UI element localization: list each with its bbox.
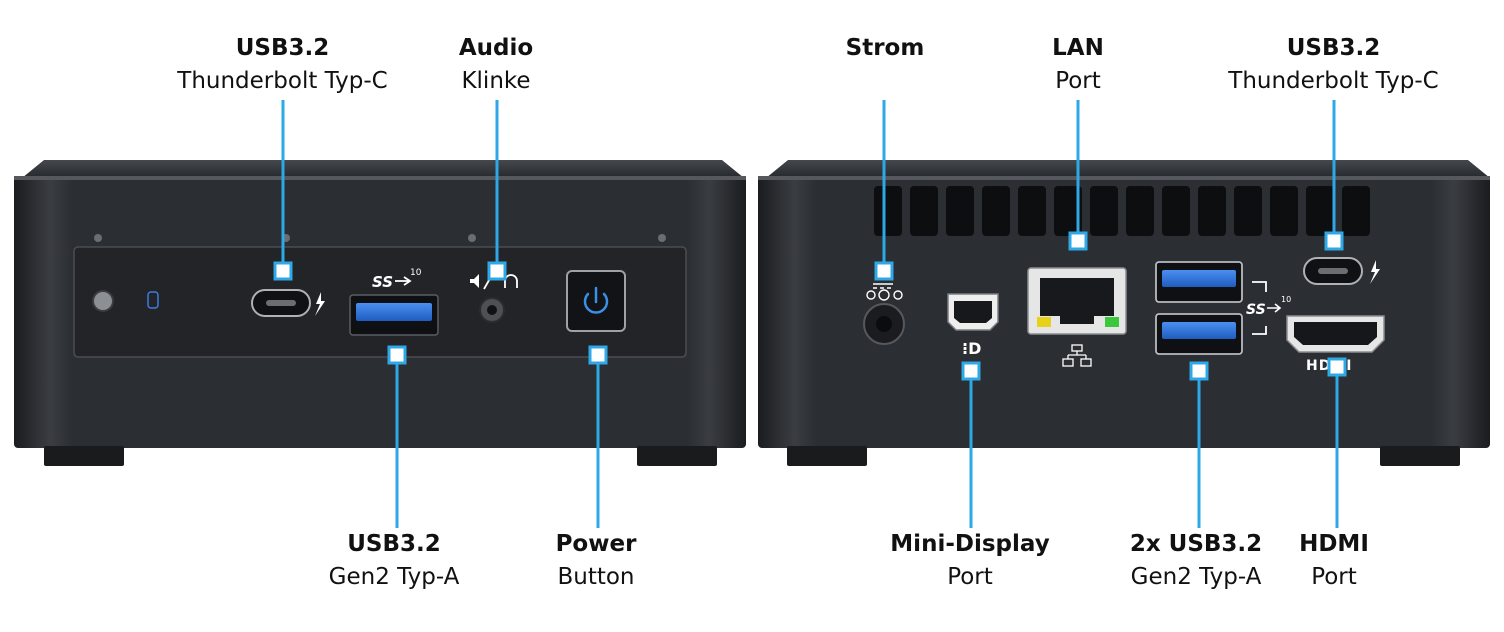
audio-jack[interactable] xyxy=(479,297,505,323)
label-usb-tb-rear: USB3.2 Thunderbolt Typ-C xyxy=(1221,32,1446,98)
callout-marker-mini-dp xyxy=(961,361,981,381)
dc-power-icon xyxy=(866,283,903,301)
usb-a-port-front[interactable] xyxy=(349,294,439,336)
dc-power-jack[interactable] xyxy=(863,303,905,345)
label-sub: Klinke xyxy=(461,68,531,94)
hdmi-port[interactable] xyxy=(1286,315,1385,353)
svg-text:10: 10 xyxy=(1281,295,1291,304)
mini-displayport[interactable] xyxy=(947,293,999,331)
front-foot-right xyxy=(637,446,717,466)
callout-marker-usb-tb-rear xyxy=(1324,231,1344,251)
label-sub: Port xyxy=(1055,68,1101,94)
svg-text:10: 10 xyxy=(410,268,422,278)
usb-c-port-front[interactable] xyxy=(251,289,311,317)
label-strom: Strom xyxy=(830,32,940,65)
lan-port[interactable] xyxy=(1027,267,1127,335)
label-bold: Power xyxy=(555,531,637,557)
usb-c-port-rear[interactable] xyxy=(1303,257,1363,285)
usb-a-port-rear-lower[interactable] xyxy=(1155,313,1243,355)
superspeed-10-icon: SS 10 xyxy=(1246,281,1291,335)
callout-marker-usb-a-front xyxy=(387,345,407,365)
superspeed-10-icon: SS 10 xyxy=(372,268,422,291)
label-bold: 2x USB3.2 xyxy=(1129,531,1263,557)
screw xyxy=(94,234,102,242)
power-icon xyxy=(583,286,609,314)
callout-marker-hdmi xyxy=(1327,357,1347,377)
label-lan: LAN Port xyxy=(1028,32,1128,98)
label-mini-dp: Mini-Display Port xyxy=(882,528,1058,594)
label-usb-a-front: USB3.2 Gen2 Typ-A xyxy=(313,528,475,594)
displayport-icon: ⁝D xyxy=(962,339,981,358)
label-usb-tb-front: USB3.2 Thunderbolt Typ-C xyxy=(170,32,395,98)
screw xyxy=(468,234,476,242)
network-icon xyxy=(1062,344,1092,367)
label-bold: USB3.2 xyxy=(235,35,330,61)
label-sub: Thunderbolt Typ-C xyxy=(177,68,388,94)
front-device: SS 10 xyxy=(14,160,746,466)
vent-grille xyxy=(874,186,1370,236)
label-bold: Strom xyxy=(845,35,925,61)
label-sub: Gen2 Typ-A xyxy=(1130,564,1262,590)
hdd-led-icon xyxy=(147,291,159,309)
label-audio: Audio Klinke xyxy=(436,32,556,98)
ir-sensor xyxy=(92,290,114,312)
label-bold: Mini-Display xyxy=(890,531,1050,557)
callout-lines xyxy=(273,100,1347,528)
svg-text:SS: SS xyxy=(372,273,393,291)
label-sub: Button xyxy=(557,564,635,590)
label-hdmi: HDMI Port xyxy=(1284,528,1384,594)
callout-marker-strom xyxy=(874,261,894,281)
rear-foot-right xyxy=(1380,446,1460,466)
label-sub: Thunderbolt Typ-C xyxy=(1228,68,1439,94)
usb-a-port-rear-upper[interactable] xyxy=(1155,261,1243,303)
label-bold: HDMI xyxy=(1299,531,1369,557)
thunderbolt-icon xyxy=(315,292,325,316)
label-sub: Gen2 Typ-A xyxy=(328,564,460,590)
svg-text:SS: SS xyxy=(1246,302,1266,318)
callout-marker-usb-a-rear xyxy=(1189,361,1209,381)
callout-marker-lan xyxy=(1068,231,1088,251)
label-bold: LAN xyxy=(1052,35,1104,61)
label-bold: Audio xyxy=(458,35,534,61)
rear-foot-left xyxy=(787,446,867,466)
callout-marker-audio-jack xyxy=(487,261,507,281)
rear-device: ⁝D SS 10 xyxy=(758,160,1490,466)
callout-marker-usb-tb-front xyxy=(273,261,293,281)
label-bold: USB3.2 xyxy=(347,531,441,557)
label-sub: Port xyxy=(1311,564,1357,590)
screw xyxy=(658,234,666,242)
label-sub: Port xyxy=(947,564,993,590)
thunderbolt-icon xyxy=(1370,260,1380,284)
svg-text:⁝D: ⁝D xyxy=(962,339,981,358)
label-bold: USB3.2 xyxy=(1286,35,1381,61)
front-foot-left xyxy=(44,446,124,466)
callout-marker-power xyxy=(588,345,608,365)
label-usb-a-rear: 2x USB3.2 Gen2 Typ-A xyxy=(1115,528,1277,594)
label-power: Power Button xyxy=(540,528,652,594)
